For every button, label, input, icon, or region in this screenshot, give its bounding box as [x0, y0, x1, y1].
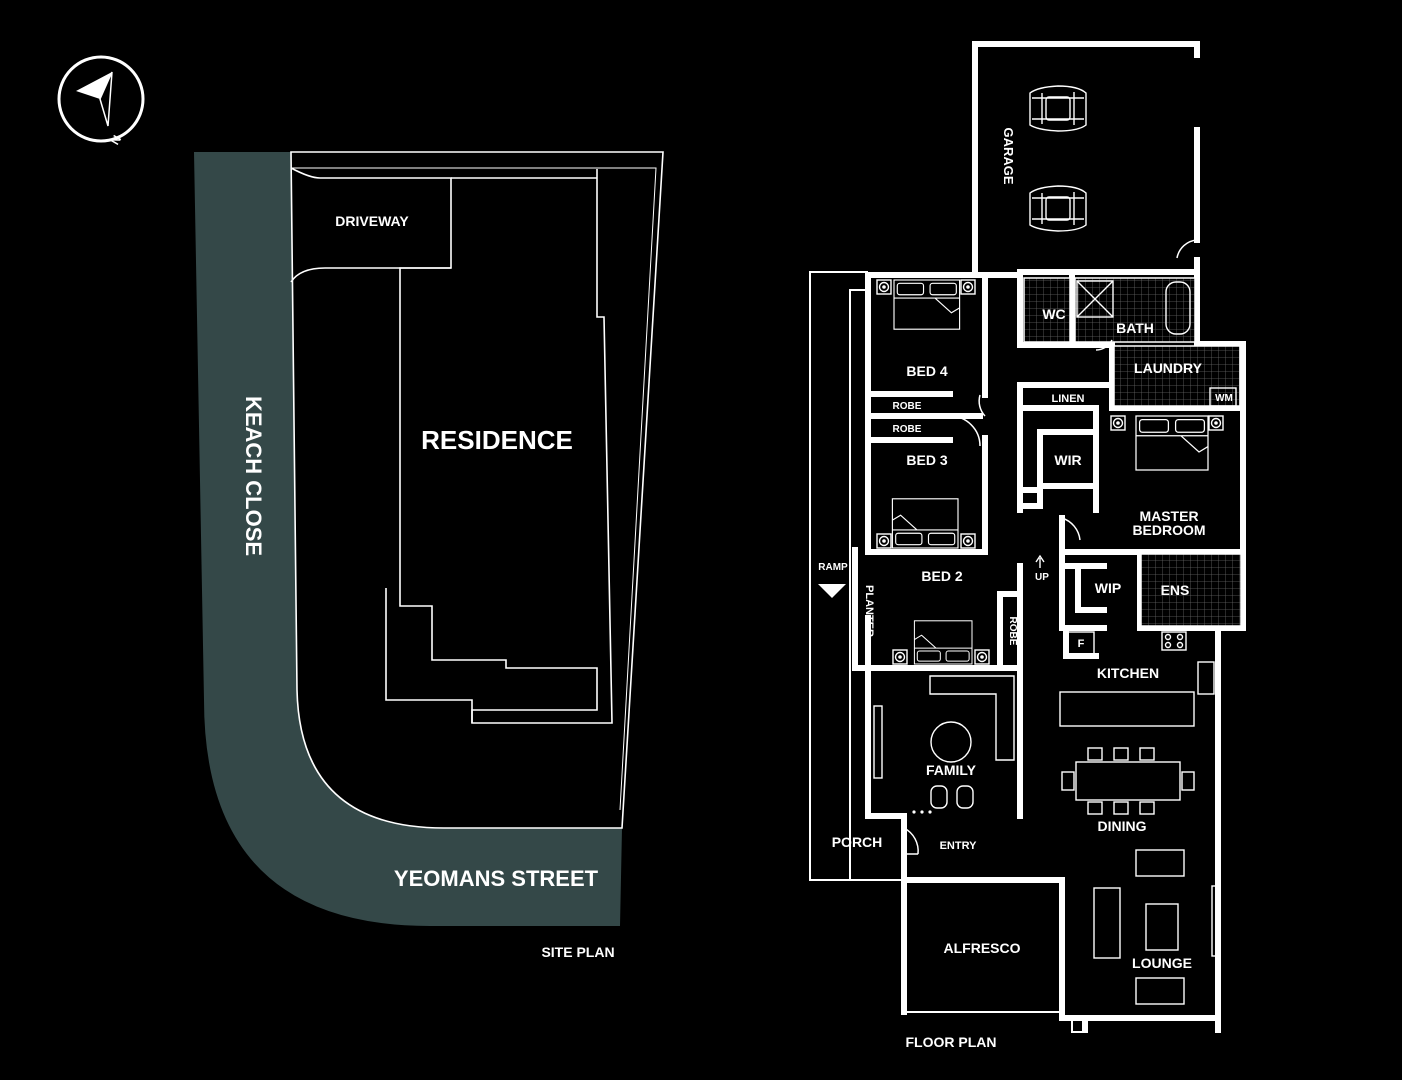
wc-label: WC [1042, 306, 1065, 322]
site-plan: DRIVEWAY RESIDENCE KEACH CLOSE YEOMANS S… [194, 151, 664, 960]
fridge-icon [1067, 631, 1095, 655]
lounge-sofa-side [1093, 887, 1121, 959]
wc-floor [1023, 277, 1071, 343]
yeomans-street-label: YEOMANS STREET [394, 866, 599, 891]
lounge-sofa-bottom [1135, 977, 1185, 1005]
compass: N [57, 55, 145, 147]
keach-close-label: KEACH CLOSE [241, 396, 266, 556]
street-keach-close [194, 152, 622, 926]
car-icon [1029, 85, 1087, 132]
up-label: UP [1035, 572, 1049, 583]
wip-label: WIP [1095, 580, 1121, 596]
lounge-label: LOUNGE [1132, 955, 1192, 971]
island-bench [1059, 691, 1195, 727]
residence-footprint [399, 169, 613, 724]
ensuite-floor [1140, 553, 1242, 627]
kitchen-label: KITCHEN [1097, 665, 1159, 681]
family-sofa [929, 675, 1015, 761]
driveway-outline [290, 167, 452, 283]
inner-boundary [291, 167, 657, 811]
up-arrow-icon [1035, 554, 1045, 568]
entry-label: ENTRY [940, 840, 978, 852]
master-bedroom-label-1: MASTER [1139, 508, 1198, 524]
ramp-arrow-icon [818, 584, 846, 598]
master-bed [1135, 415, 1209, 471]
sink-icon [1197, 661, 1215, 695]
ens-label: ENS [1161, 582, 1190, 598]
driveway-label: DRIVEWAY [335, 213, 409, 229]
lounge-sofa-top [1135, 849, 1185, 877]
dining-table [1075, 761, 1181, 801]
bed4-label: BED 4 [906, 363, 947, 379]
garage-walls [972, 41, 1200, 275]
ramp-path-outline [809, 271, 904, 881]
bed2-label: BED 2 [921, 568, 962, 584]
alfresco-label: ALFRESCO [944, 940, 1021, 956]
family-table [930, 721, 972, 763]
bed3-label: BED 3 [906, 452, 947, 468]
residence-label: RESIDENCE [421, 425, 573, 455]
site-plan-caption: SITE PLAN [541, 944, 614, 960]
garage-label: GARAGE [1001, 127, 1016, 184]
linen-label: LINEN [1052, 393, 1085, 405]
master-bedroom-label-2: BEDROOM [1132, 522, 1205, 538]
dining-label: DINING [1098, 818, 1147, 834]
dining-chairs [1061, 747, 1195, 815]
floor-plan-caption: FLOOR PLAN [906, 1034, 997, 1050]
fridge-label: F [1078, 638, 1085, 650]
robe-label-b: ROBE [893, 424, 922, 435]
site-boundary [290, 151, 664, 829]
washing-machine-icon [1209, 387, 1237, 407]
north-arrow-icon [76, 72, 112, 126]
bath-label: BATH [1116, 320, 1154, 336]
bed2-bed [913, 620, 973, 665]
porch-label: PORCH [832, 834, 883, 850]
compass-ring [57, 55, 145, 143]
car-icon-2 [1029, 185, 1087, 232]
coffee-table [1145, 903, 1179, 951]
family-label: FAMILY [926, 762, 977, 778]
robe-label-a: ROBE [893, 401, 922, 412]
bed4-bed [893, 279, 961, 330]
stovetop-icon [1161, 631, 1187, 651]
wm-label: WM [1215, 393, 1233, 404]
laundry-floor [1113, 345, 1241, 407]
planter-label: PLANTER [863, 585, 875, 637]
robe-label-c: ROBE [1007, 617, 1018, 646]
laundry-label: LAUNDRY [1134, 360, 1203, 376]
bed3-bed [891, 498, 959, 549]
bath-floor [1074, 277, 1196, 343]
ramp-label: RAMP [818, 562, 848, 573]
wir-label: WIR [1054, 452, 1081, 468]
floor-plan: GARAGE WC BATH LAUNDRY WM LINEN BED 4 RO… [809, 41, 1246, 1050]
